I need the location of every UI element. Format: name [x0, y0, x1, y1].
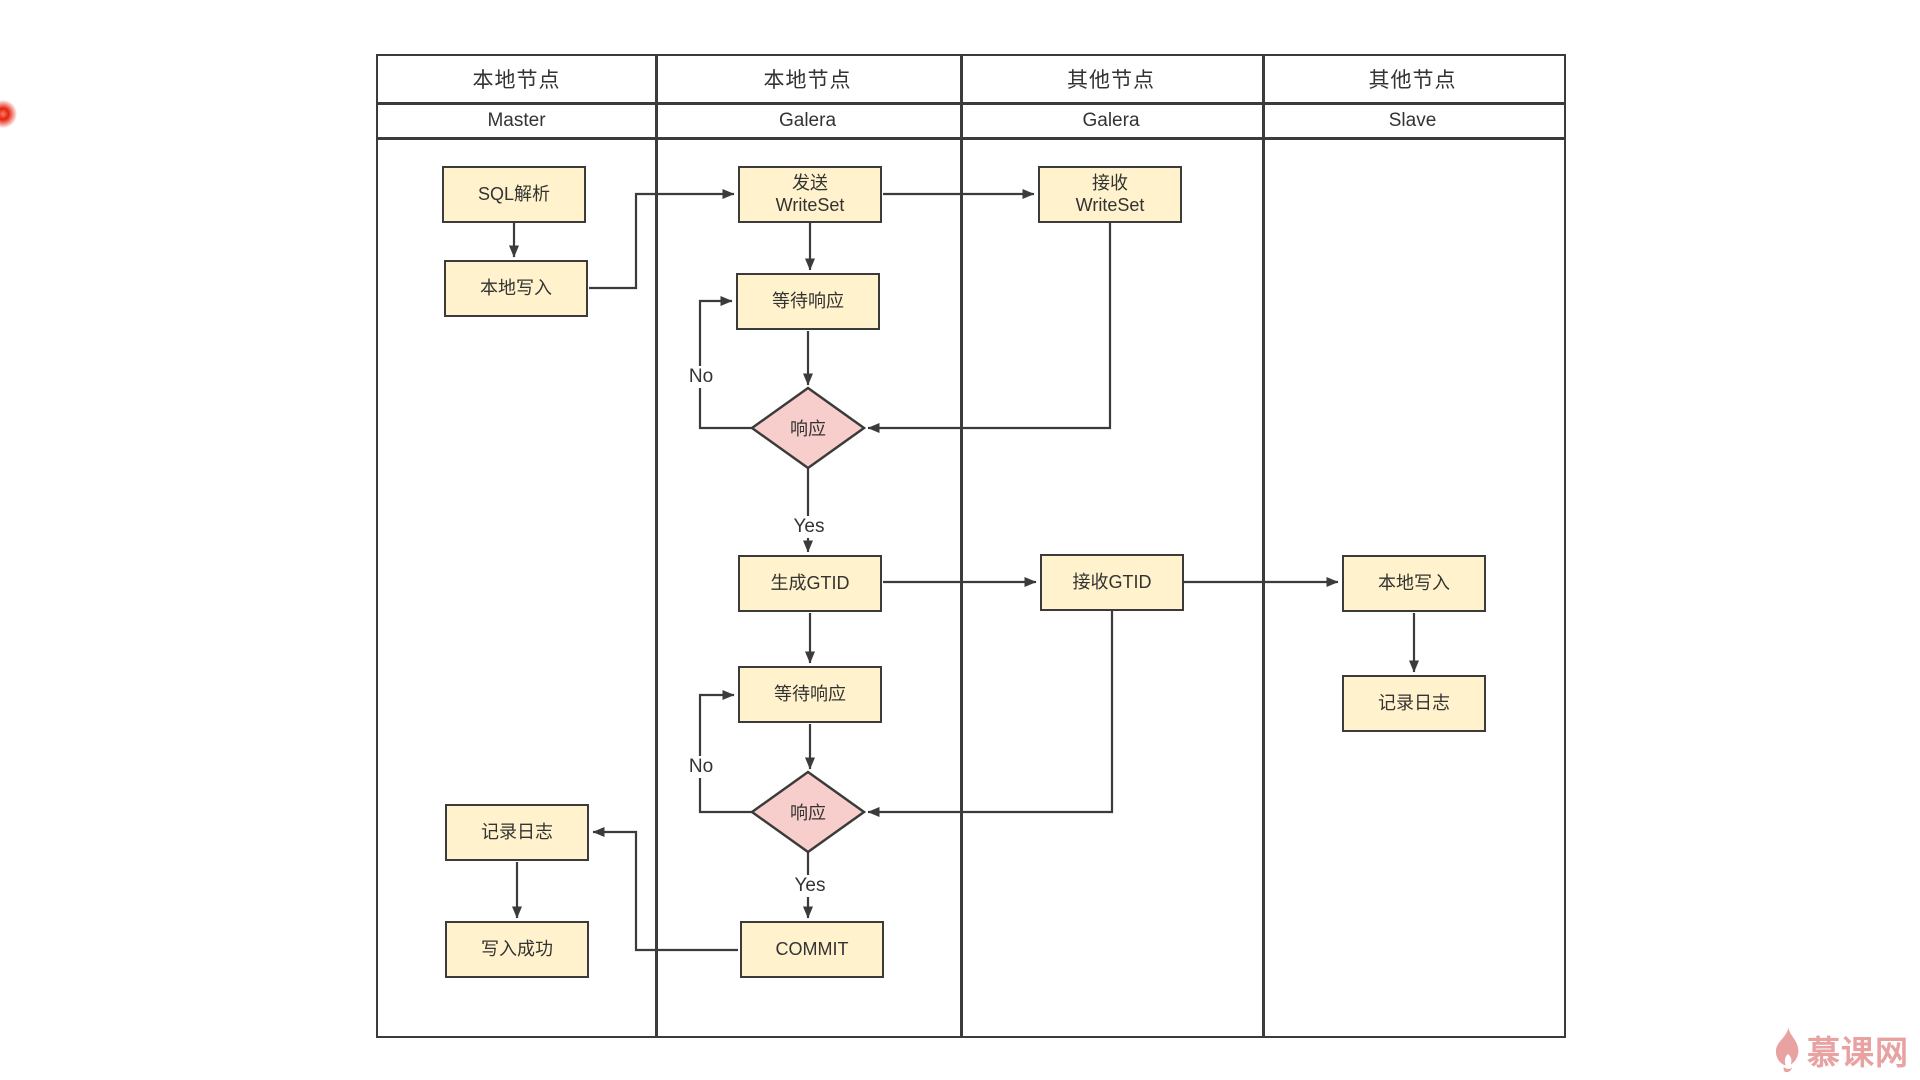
node-sql-parse: SQL解析: [442, 166, 586, 223]
node-label: 接收GTID: [1072, 571, 1152, 592]
edge-label-yes-2: Yes: [791, 875, 829, 897]
node-decision-2: 响应: [752, 772, 864, 852]
node-label: 本地写入: [1378, 572, 1450, 593]
lane4-type: 其他节点: [1368, 69, 1457, 92]
recording-indicator-dot: [0, 100, 17, 128]
edge-decision1-no-loop: [698, 296, 752, 430]
lane3-name: Galera: [1082, 109, 1140, 131]
node-label: 记录日志: [481, 821, 553, 842]
node-wait-response-1: 等待响应: [736, 273, 880, 330]
node-send-writeset: 发送 WriteSet: [738, 166, 882, 223]
node-label-line2: WriteSet: [1075, 194, 1145, 215]
edge-recvgtid-decision2: [867, 611, 1114, 817]
lane3-type: 其他节点: [1067, 69, 1155, 92]
node-label: 等待响应: [772, 290, 844, 311]
edge-localwrite-sendwriteset: [589, 189, 735, 290]
node-label-line1: 接收: [1092, 172, 1128, 193]
node-label: 本地写入: [480, 277, 552, 298]
node-label-line2: WriteSet: [775, 194, 845, 215]
edge-label-yes-1: Yes: [790, 516, 828, 538]
node-label: 记录日志: [1378, 692, 1450, 713]
lane-divider-3: [1262, 56, 1265, 1036]
node-recv-writeset: 接收 WriteSet: [1038, 166, 1182, 223]
header-divider-2: [378, 137, 1564, 140]
node-label: 生成GTID: [770, 572, 850, 593]
lane1-name: Master: [487, 109, 546, 131]
node-label: 响应: [790, 419, 826, 439]
node-label: COMMIT: [775, 938, 849, 959]
edge-label-no-1: No: [685, 366, 717, 388]
node-label: 响应: [790, 803, 826, 823]
node-local-write-slave: 本地写入: [1342, 555, 1486, 612]
decision2-diamond: [749, 770, 867, 854]
flame-icon: [1775, 1027, 1799, 1073]
lane2-name: Galera: [778, 109, 837, 131]
node-label: 等待响应: [774, 683, 846, 704]
decision1-diamond: [749, 386, 867, 470]
edge-label-no-2: No: [685, 756, 717, 778]
edge-recvwriteset-decision1: [867, 223, 1112, 433]
lane2-type: 本地节点: [763, 69, 852, 92]
header-divider-1: [378, 102, 1564, 105]
node-decision-1: 响应: [752, 388, 864, 468]
watermark: 慕课网: [1772, 1026, 1909, 1074]
node-local-write-master: 本地写入: [444, 260, 588, 317]
edge-commit-logmaster: [592, 827, 738, 952]
lane-divider-1: [655, 56, 658, 1036]
node-wait-response-2: 等待响应: [738, 666, 882, 723]
lane1-type: 本地节点: [472, 69, 561, 92]
lane4-name: Slave: [1388, 109, 1437, 131]
node-commit: COMMIT: [740, 921, 884, 978]
node-label: 写入成功: [481, 938, 553, 959]
node-gen-gtid: 生成GTID: [738, 555, 882, 612]
node-label: SQL解析: [477, 183, 551, 204]
swimlane-table: 本地节点 本地节点 其他节点 其他节点 Master Galera Galera…: [376, 54, 1566, 1038]
node-write-success: 写入成功: [445, 921, 589, 978]
lane-divider-2: [960, 56, 963, 1036]
node-log-master: 记录日志: [445, 804, 589, 861]
node-recv-gtid: 接收GTID: [1040, 554, 1184, 611]
node-label-line1: 发送: [792, 172, 828, 193]
edge-decision2-no-loop: [698, 690, 752, 814]
watermark-text: 慕课网: [1807, 1034, 1909, 1071]
node-log-slave: 记录日志: [1342, 675, 1486, 732]
